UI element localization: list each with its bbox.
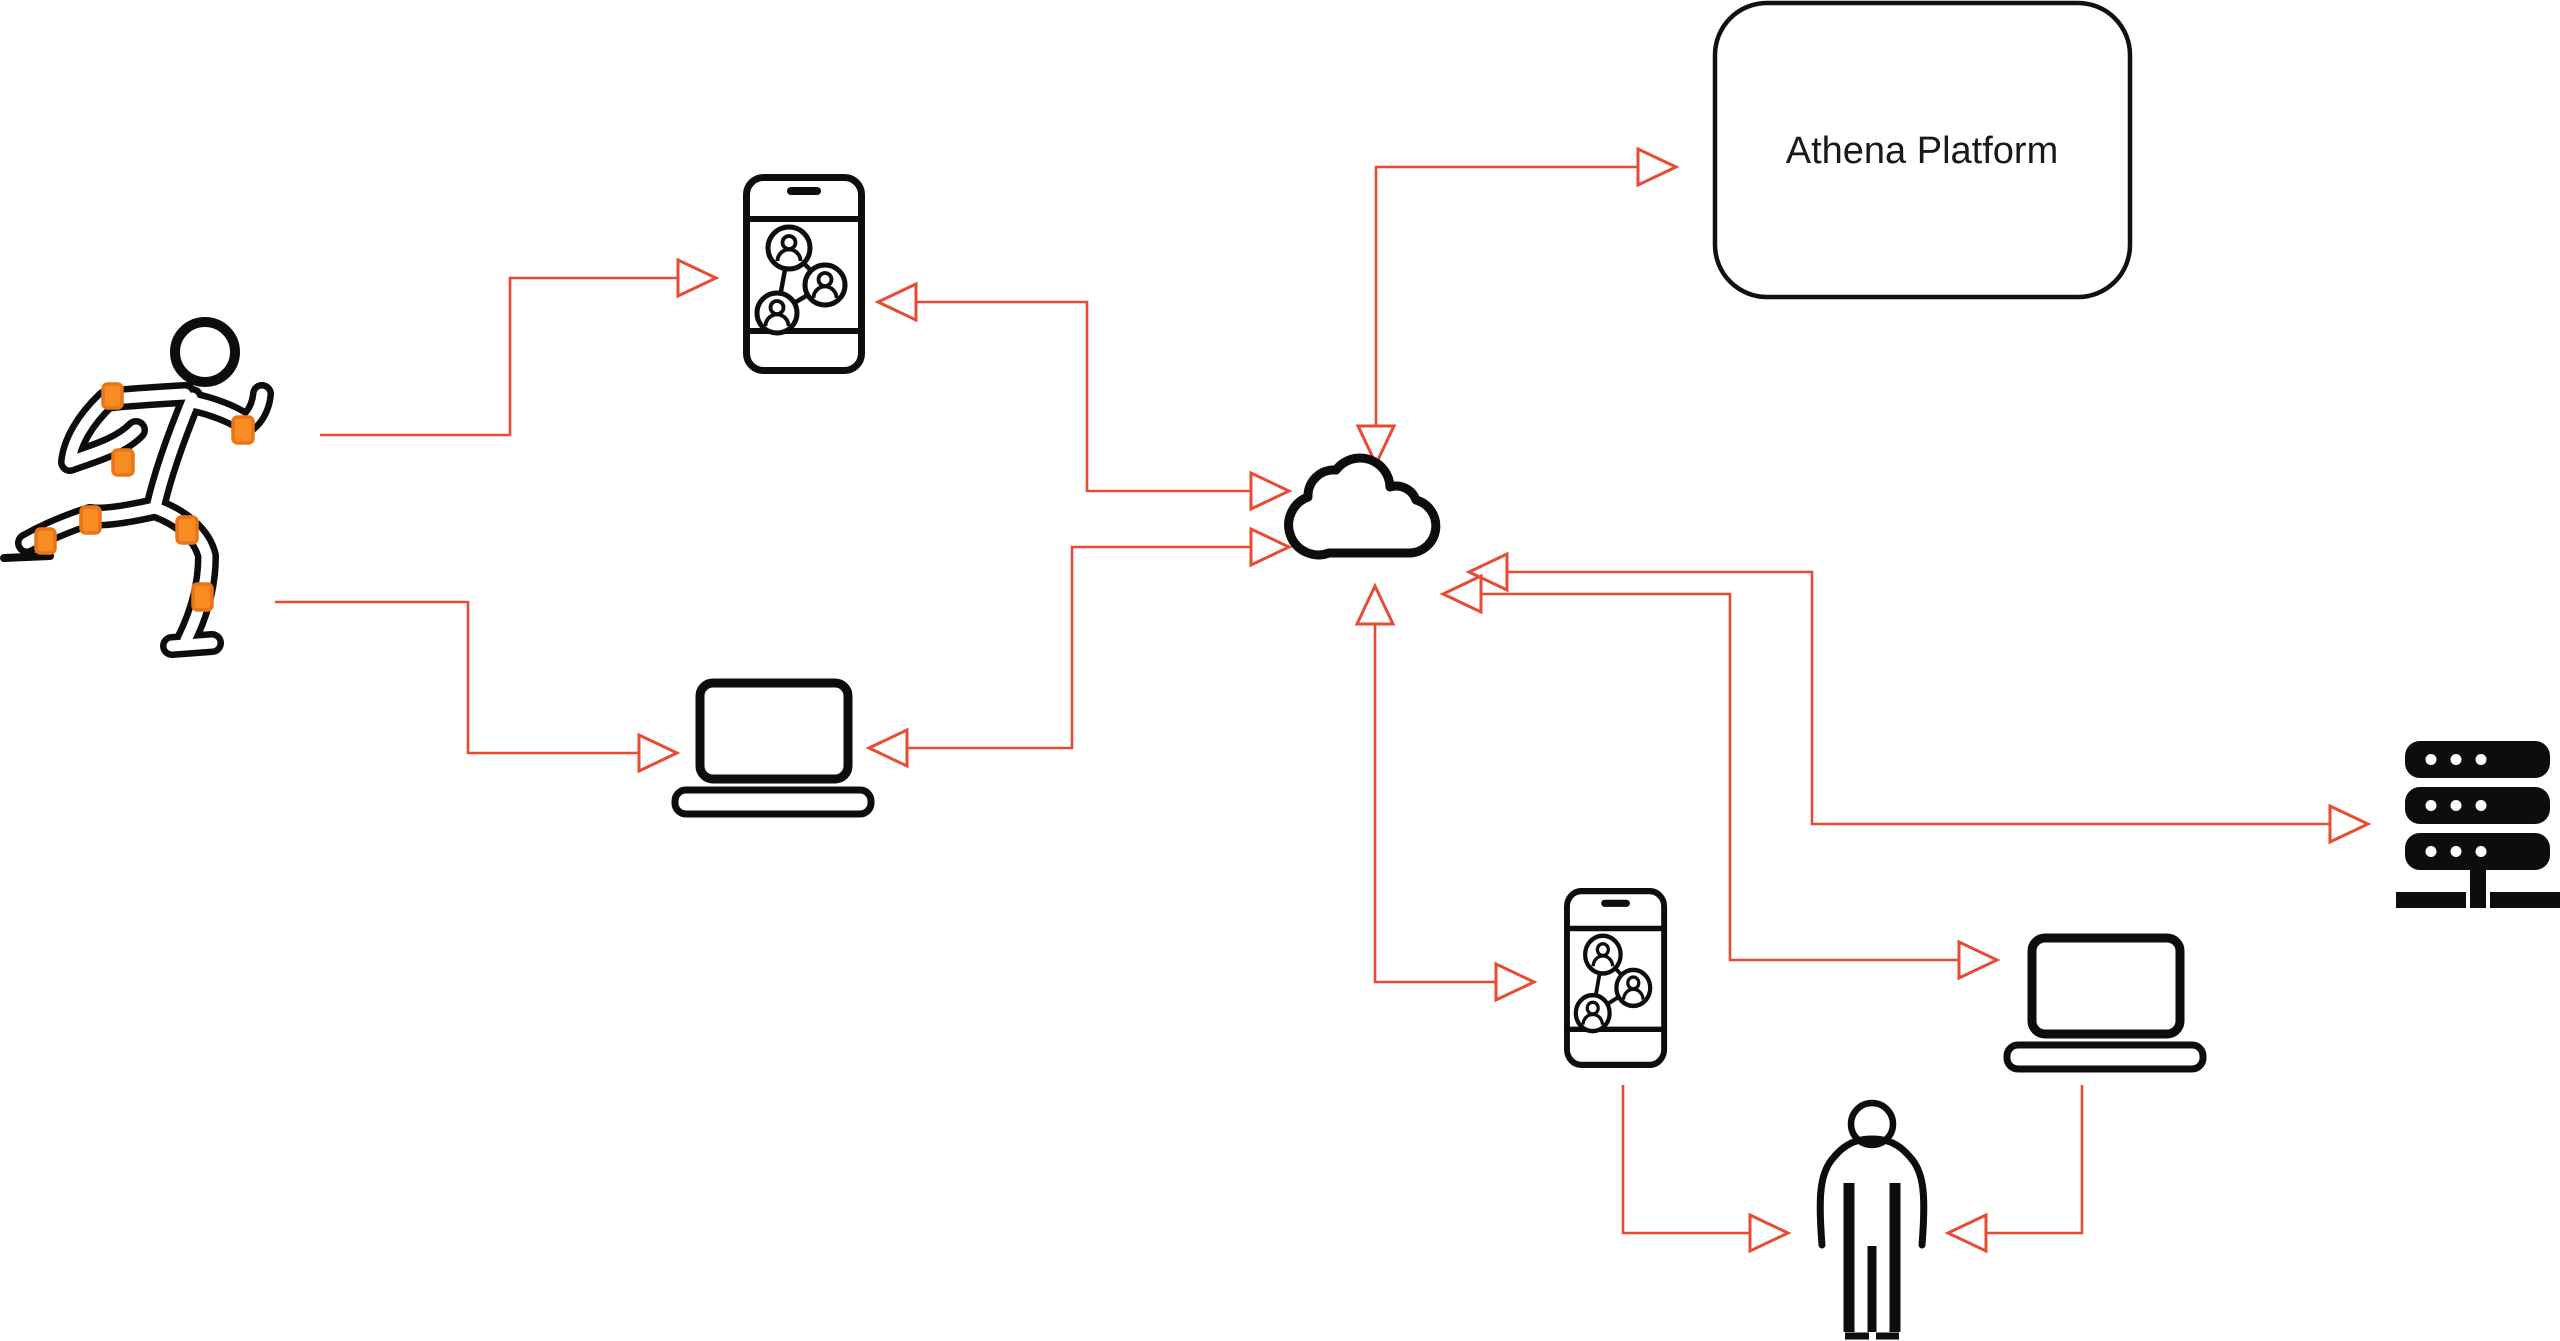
- arrow-phone-top-cloud-two-way: [874, 281, 1293, 512]
- athena-platform-label: Athena Platform: [1786, 130, 2058, 172]
- server-leds: [2425, 754, 2487, 857]
- arrow-cloud-laptop-right-two-way: [1439, 573, 2001, 981]
- smartphone-bottom-icon: [1567, 891, 1664, 1065]
- laptop-right-icon: [2007, 938, 2203, 1069]
- sensor-marker-back-foot: [34, 527, 57, 555]
- person-torso-arms: [1816, 1135, 1928, 1249]
- sensor-marker-front-thigh: [175, 515, 199, 545]
- laptop-left-icon: [675, 683, 871, 814]
- athena-platform-border: [1712, 0, 2133, 300]
- sensor-marker-shoulder: [101, 382, 124, 410]
- runner-icon: [0, 317, 274, 658]
- arrow-cloud-phone-bottom-two-way: [1354, 582, 1538, 1003]
- arrow-phone-bottom-to-person: [1621, 1085, 1792, 1254]
- runner-head: [170, 317, 240, 387]
- server-base: [2396, 892, 2466, 908]
- arrow-cloud-server-two-way: [1465, 551, 2372, 845]
- person-legs: [1843, 1183, 1901, 1340]
- arrow-cloud-athena-two-way: [1355, 146, 1680, 468]
- server-base: [2490, 892, 2560, 908]
- server-stand: [2470, 870, 2486, 892]
- runner-back-shoe-sole: [0, 552, 54, 562]
- smartphone-top-icon: [747, 178, 862, 371]
- athena-platform-box: Athena Platform: [1712, 0, 2133, 300]
- arrow-laptop-left-cloud-two-way: [865, 526, 1293, 769]
- server-base: [2470, 892, 2486, 908]
- cloud-icon: [1284, 453, 1441, 560]
- sensor-marker-back-knee: [79, 505, 102, 535]
- person-icon: [1816, 1099, 1928, 1340]
- server-rack-icon: [2396, 741, 2560, 908]
- arrow-laptop-right-to-person: [1944, 1085, 2084, 1254]
- sensor-marker-forearm: [111, 448, 135, 477]
- arrow-runner-to-phone-top: [320, 257, 720, 437]
- sensor-marker-front-shin: [191, 582, 214, 612]
- arrow-runner-to-laptop-left: [275, 600, 681, 774]
- runner-body: [0, 317, 274, 658]
- edges-layer: [275, 146, 2372, 1254]
- person-head: [1847, 1099, 1897, 1149]
- sensor-marker-front-elbow: [231, 415, 255, 445]
- wearable-sensor-markers: [34, 382, 255, 612]
